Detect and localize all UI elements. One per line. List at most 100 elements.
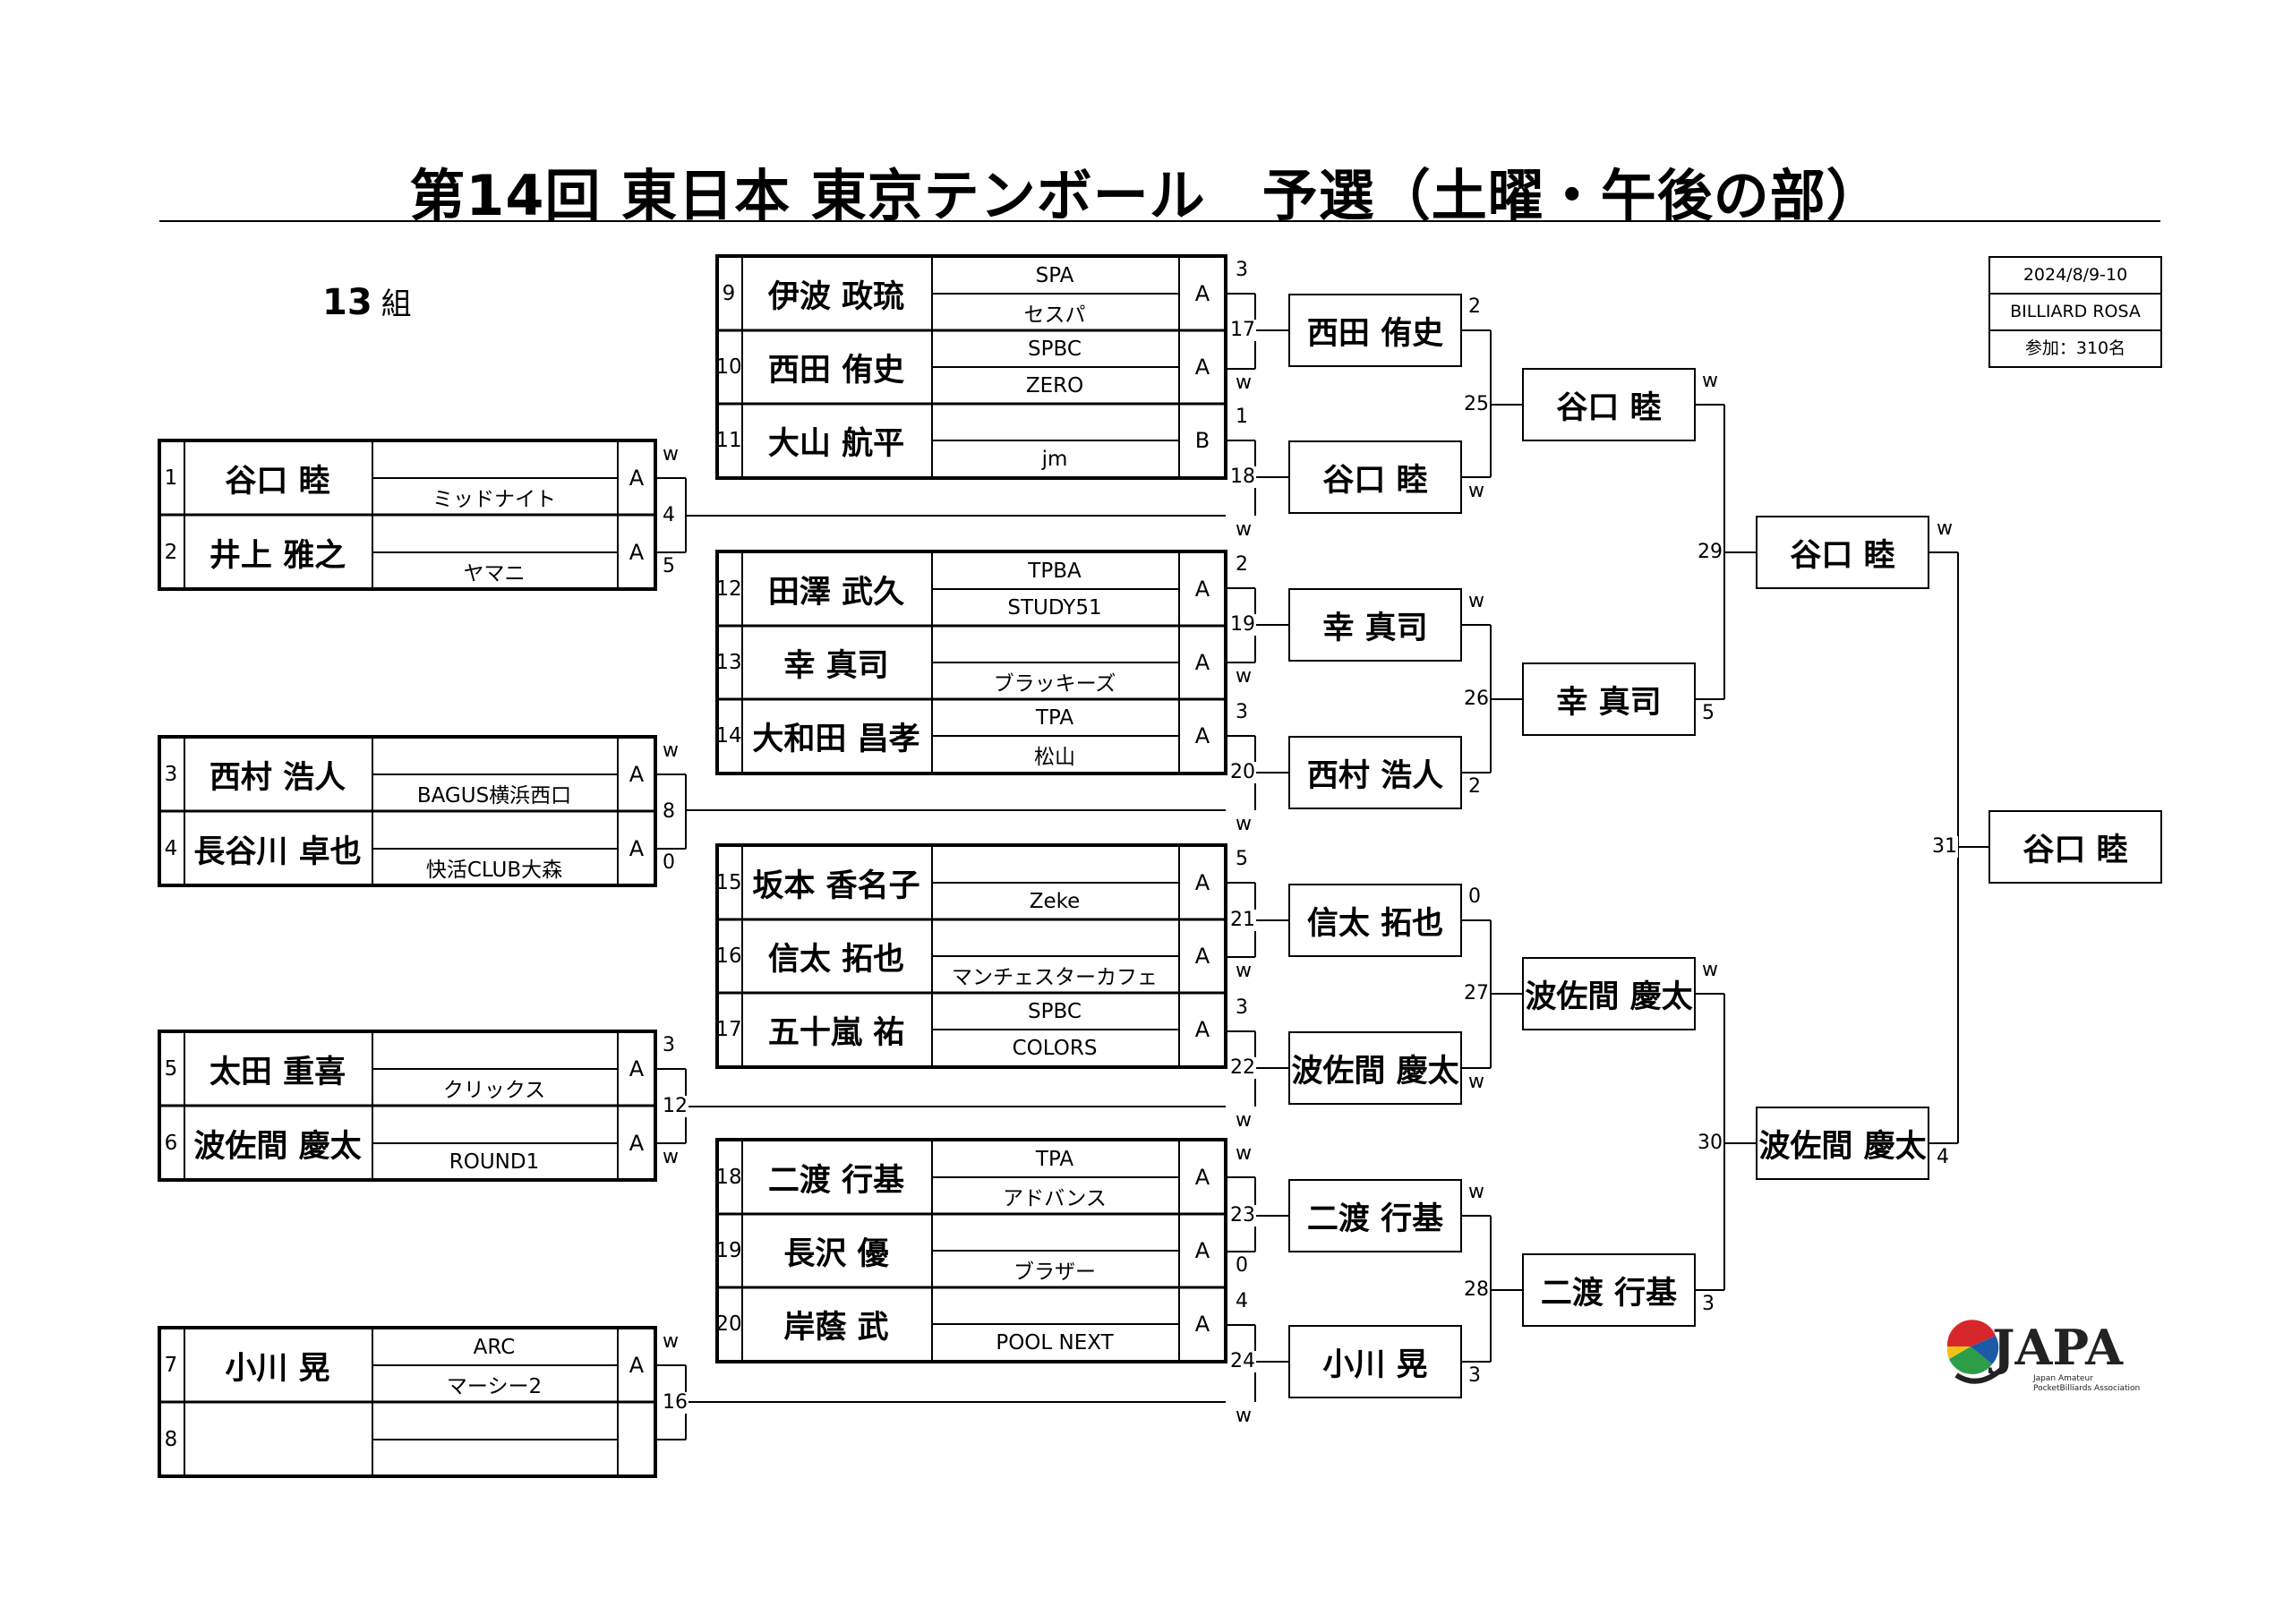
mid-class-rank: A xyxy=(1194,1238,1210,1263)
round2-match-number: 21 xyxy=(1229,909,1256,931)
round2-winner-name: 信太 拓也 xyxy=(1288,884,1462,957)
mid-club-secondary: STUDY51 xyxy=(1007,595,1102,620)
mid-club-secondary: jm xyxy=(1041,447,1068,471)
left-seed-number: 2 xyxy=(164,541,178,564)
left-seed-number: 4 xyxy=(164,837,178,860)
mid-club-secondary: ブラッキーズ xyxy=(993,671,1116,696)
final-match-number: 31 xyxy=(1931,835,1958,858)
mid-class-rank: B xyxy=(1194,428,1210,453)
left-player-name: 長谷川 卓也 xyxy=(193,833,362,870)
round2-winner-name: 西村 浩人 xyxy=(1288,736,1462,809)
left-club-secondary: 快活CLUB大森 xyxy=(425,858,563,882)
left-class-rank: A xyxy=(629,540,645,565)
round2-score-top: 1 xyxy=(1236,406,1248,428)
round4-match-number: 30 xyxy=(1697,1132,1723,1154)
round3-winner-name: 谷口 睦 xyxy=(1522,368,1696,441)
mid-seed-number: 20 xyxy=(715,1312,742,1336)
event-date: 2024/8/9-10 xyxy=(1990,258,2160,295)
round2-match-number: 22 xyxy=(1229,1056,1256,1079)
round3-score-top: w xyxy=(1468,590,1484,612)
mid-player-name: 信太 拓也 xyxy=(767,941,905,978)
round1-score-bottom: w xyxy=(663,1146,679,1168)
round3-match-number: 25 xyxy=(1463,393,1490,415)
mid-club-secondary: セスパ xyxy=(1023,303,1086,327)
left-class-rank: A xyxy=(629,1056,645,1081)
round2-winner-name: 小川 晃 xyxy=(1288,1325,1462,1398)
round2-match-number: 19 xyxy=(1229,613,1256,636)
left-player-name: 井上 雅之 xyxy=(209,537,346,574)
round4-match-number: 29 xyxy=(1697,541,1723,563)
mid-player-name: 坂本 香名子 xyxy=(752,868,920,904)
round3-score-bottom: w xyxy=(1468,480,1484,502)
left-player-name: 波佐間 慶太 xyxy=(193,1128,362,1165)
round1-match-number: 12 xyxy=(662,1094,688,1117)
left-player-name xyxy=(184,1403,371,1476)
mid-club-primary xyxy=(932,846,1177,883)
round2-score-top: 4 xyxy=(1236,1290,1248,1312)
mid-seed-number: 19 xyxy=(715,1239,742,1262)
mid-seed-number: 17 xyxy=(715,1018,742,1041)
round1-score-top: 3 xyxy=(663,1034,675,1056)
mid-player-name: 五十嵐 祐 xyxy=(767,1014,905,1051)
round4-winner-name: 谷口 睦 xyxy=(1756,516,1929,589)
round4-score-top: w xyxy=(1702,370,1718,392)
mid-club-primary xyxy=(932,404,1177,440)
mid-seed-number: 9 xyxy=(722,282,736,305)
left-player-name: 西村 浩人 xyxy=(209,759,346,796)
mid-club-primary xyxy=(932,919,1177,956)
mid-class-rank: A xyxy=(1194,355,1210,380)
round1-match-number: 8 xyxy=(662,799,676,823)
mid-club-primary: TPA xyxy=(1035,705,1074,730)
round3-score-top: w xyxy=(1468,1181,1484,1203)
round2-score-bottom: w xyxy=(1236,1405,1252,1427)
round3-winner-name: 幸 真司 xyxy=(1522,662,1696,736)
mid-club-secondary: 松山 xyxy=(1034,745,1075,769)
left-club-primary: ARC xyxy=(473,1335,516,1359)
round1-match-number: 16 xyxy=(662,1390,688,1414)
mid-club-secondary: アドバンス xyxy=(1003,1186,1107,1210)
logo-caption-line2: PocketBilliards Association xyxy=(2033,1384,2140,1393)
logo-wordmark: JAPA xyxy=(1988,1319,2124,1376)
title-divider xyxy=(159,220,2160,222)
round2-winner-name: 谷口 睦 xyxy=(1288,440,1462,514)
logo-green-segment xyxy=(1949,1346,1992,1375)
mid-seed-number: 14 xyxy=(715,724,742,748)
round2-score-bottom: w xyxy=(1236,665,1252,688)
left-class-rank: A xyxy=(629,836,645,861)
round1-match-number: 4 xyxy=(662,503,676,526)
left-seed-number: 6 xyxy=(164,1132,178,1155)
mid-class-rank: A xyxy=(1194,1165,1210,1190)
round3-score-bottom: w xyxy=(1468,1071,1484,1093)
mid-class-rank: A xyxy=(1194,1017,1210,1042)
round2-score-bottom: w xyxy=(1236,518,1252,541)
final-score-top: w xyxy=(1937,517,1953,540)
mid-class-rank: A xyxy=(1194,650,1210,675)
left-club-primary xyxy=(372,516,616,552)
mid-class-rank: A xyxy=(1194,944,1210,969)
round2-match-number: 17 xyxy=(1229,319,1256,341)
final-score-bottom: 4 xyxy=(1937,1146,1949,1168)
left-club-secondary: BAGUS横浜西口 xyxy=(416,783,572,808)
left-seed-number: 3 xyxy=(164,763,178,786)
left-player-name: 谷口 睦 xyxy=(225,463,330,500)
page-title: 第14回 東日本 東京テンボール 予選（土曜・午後の部） xyxy=(409,163,1883,228)
mid-player-name: 大和田 昌孝 xyxy=(752,721,920,757)
left-club-primary xyxy=(372,441,616,478)
round4-score-bottom: 5 xyxy=(1702,702,1715,724)
round2-match-number: 20 xyxy=(1229,761,1256,783)
